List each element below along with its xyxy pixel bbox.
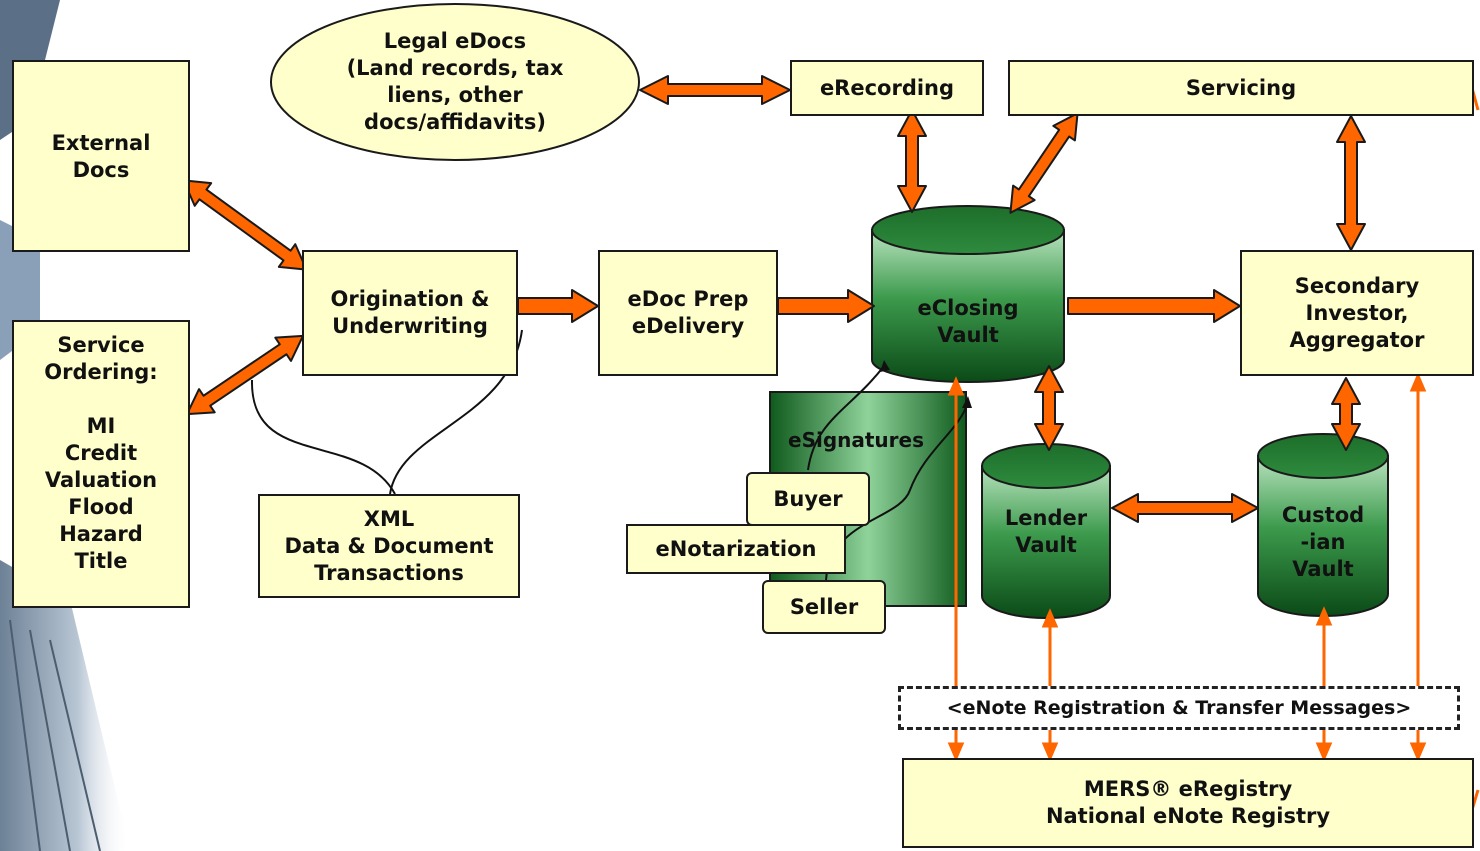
seller-node: Seller: [762, 580, 886, 634]
arrow-external-origination: [182, 179, 308, 271]
eclosing-vault-label: eClosing Vault: [917, 296, 1019, 347]
origination-node: Origination & Underwriting: [302, 250, 518, 376]
service-ordering-node: Service Ordering: MI Credit Valuation Fl…: [12, 320, 190, 608]
buyer-node: Buyer: [746, 472, 870, 526]
erecording-node: eRecording: [790, 60, 984, 116]
servicing-node: Servicing: [1008, 60, 1474, 116]
enote-messages-box: <eNote Registration & Transfer Messages>: [898, 686, 1460, 730]
xml-transactions-node: XML Data & Document Transactions: [258, 494, 520, 598]
external-docs-node: External Docs: [12, 60, 190, 252]
arrow-lender-custodian: [1111, 493, 1259, 523]
arrow-servicing-secondary: [1336, 115, 1366, 251]
arrow-legal-erecording: [639, 75, 791, 105]
arrow-eclosing-lender: [1034, 365, 1064, 451]
custodian-vault-label: Custod -ian Vault: [1281, 502, 1365, 581]
arrow-service-origination: [185, 334, 305, 416]
curve-xml-left: [250, 379, 396, 495]
arrow-erecording-eclosing: [897, 109, 927, 213]
legal-edocs-node: Legal eDocs (Land records, tax liens, ot…: [346, 29, 564, 134]
lender-vault-cylinder: [981, 443, 1111, 619]
edoc-prep-node: eDoc Prep eDelivery: [598, 250, 778, 376]
arrow-edocprep-eclosing: [777, 289, 875, 323]
arrow-eclosing-servicing: [1009, 112, 1079, 214]
lender-vault-label: Lender Vault: [1004, 506, 1088, 557]
secondary-investor-node: Secondary Investor, Aggregator: [1240, 250, 1474, 376]
mers-registry-node: MERS® eRegistry National eNote Registry: [902, 758, 1474, 848]
curve-buyer: [807, 365, 885, 471]
arrow-secondary-custodian: [1331, 377, 1361, 451]
enotarization-node: eNotarization: [626, 524, 846, 574]
legal-edocs-ellipse: [270, 3, 640, 161]
esignatures-label: eSignatures: [788, 428, 925, 452]
custodian-vault-cylinder: [1257, 433, 1389, 617]
arrow-eclosing-secondary: [1067, 289, 1241, 323]
arrow-origination-edocprep: [517, 289, 599, 323]
